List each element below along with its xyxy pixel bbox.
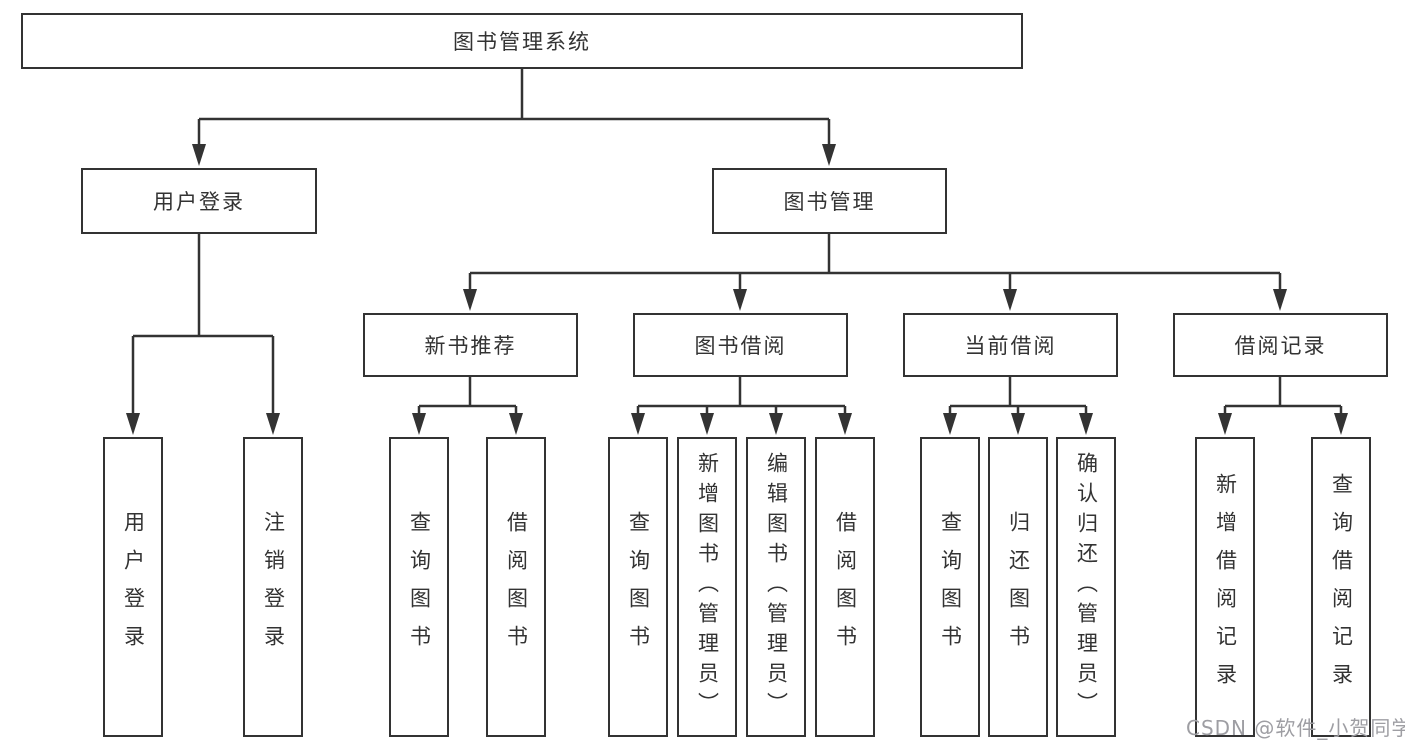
node-book-borrowing: 图书借阅 xyxy=(633,313,848,377)
node-label: 图书管理系统 xyxy=(453,30,591,54)
arrowhead-icon xyxy=(509,413,523,435)
leaf-borrow-books: 借阅图书 xyxy=(815,437,875,737)
arrowhead-icon xyxy=(822,144,836,166)
arrowhead-icon xyxy=(769,413,783,435)
node-new-book-recommendation: 新书推荐 xyxy=(363,313,578,377)
leaf-label: 借阅图书 xyxy=(504,511,529,663)
arrowhead-icon xyxy=(700,413,714,435)
node-label: 当前借阅 xyxy=(964,334,1057,358)
csdn-watermark: CSDN @软件_小贺同学 xyxy=(1186,716,1405,740)
leaf-label: 查询借阅记录 xyxy=(1329,473,1354,701)
leaf-label: 归还图书 xyxy=(1006,511,1031,663)
leaf-label: 借阅图书 xyxy=(833,511,858,663)
leaf-label: 查询图书 xyxy=(407,511,432,663)
leaf-query-borrow-record: 查询借阅记录 xyxy=(1311,437,1371,737)
arrowhead-icon xyxy=(1011,413,1025,435)
leaf-borrow-books-recommend: 借阅图书 xyxy=(486,437,546,737)
node-current-borrowing: 当前借阅 xyxy=(903,313,1118,377)
leaf-label: 查询图书 xyxy=(626,511,651,663)
arrowhead-icon xyxy=(412,413,426,435)
arrowhead-icon xyxy=(192,144,206,166)
arrowhead-icon xyxy=(463,289,477,311)
leaf-logout: 注销登录 xyxy=(243,437,303,737)
node-label: 图书借阅 xyxy=(694,334,787,358)
leaf-confirm-return-admin: 确认归还（管理员） xyxy=(1056,437,1116,737)
arrowhead-icon xyxy=(1003,289,1017,311)
arrowhead-icon xyxy=(943,413,957,435)
leaf-user-login: 用户登录 xyxy=(103,437,163,737)
arrowhead-icon xyxy=(838,413,852,435)
node-label: 新书推荐 xyxy=(424,334,517,358)
leaf-label: 新增图书（管理员） xyxy=(695,452,720,722)
node-label: 借阅记录 xyxy=(1234,334,1327,358)
leaf-query-books-borrow: 查询图书 xyxy=(608,437,668,737)
leaf-edit-books-admin: 编辑图书（管理员） xyxy=(746,437,806,737)
leaf-return-books: 归还图书 xyxy=(988,437,1048,737)
arrowhead-icon xyxy=(1334,413,1348,435)
node-book-management: 图书管理 xyxy=(712,168,947,234)
node-label: 图书管理 xyxy=(783,190,876,214)
arrowhead-icon xyxy=(631,413,645,435)
leaf-label: 确认归还（管理员） xyxy=(1074,452,1099,722)
arrowhead-icon xyxy=(1218,413,1232,435)
arrowhead-icon xyxy=(1079,413,1093,435)
leaf-query-books-recommend: 查询图书 xyxy=(389,437,449,737)
node-user-login: 用户登录 xyxy=(81,168,317,234)
arrowhead-icon xyxy=(1273,289,1287,311)
leaf-query-books-current: 查询图书 xyxy=(920,437,980,737)
leaf-label: 注销登录 xyxy=(261,511,286,663)
arrowhead-icon xyxy=(266,413,280,435)
leaf-label: 新增借阅记录 xyxy=(1213,473,1238,701)
leaf-label: 用户登录 xyxy=(121,511,146,663)
node-label: 用户登录 xyxy=(153,190,245,214)
leaf-label: 查询图书 xyxy=(938,511,963,663)
node-library-management-system: 图书管理系统 xyxy=(21,13,1023,69)
leaf-add-borrow-record: 新增借阅记录 xyxy=(1195,437,1255,737)
arrowhead-icon xyxy=(733,289,747,311)
arrowhead-icon xyxy=(126,413,140,435)
connector-lines xyxy=(131,69,1343,414)
leaf-label: 编辑图书（管理员） xyxy=(764,452,789,722)
node-borrowing-records: 借阅记录 xyxy=(1173,313,1388,377)
leaf-add-books-admin: 新增图书（管理员） xyxy=(677,437,737,737)
arrowheads-group xyxy=(126,144,1348,435)
